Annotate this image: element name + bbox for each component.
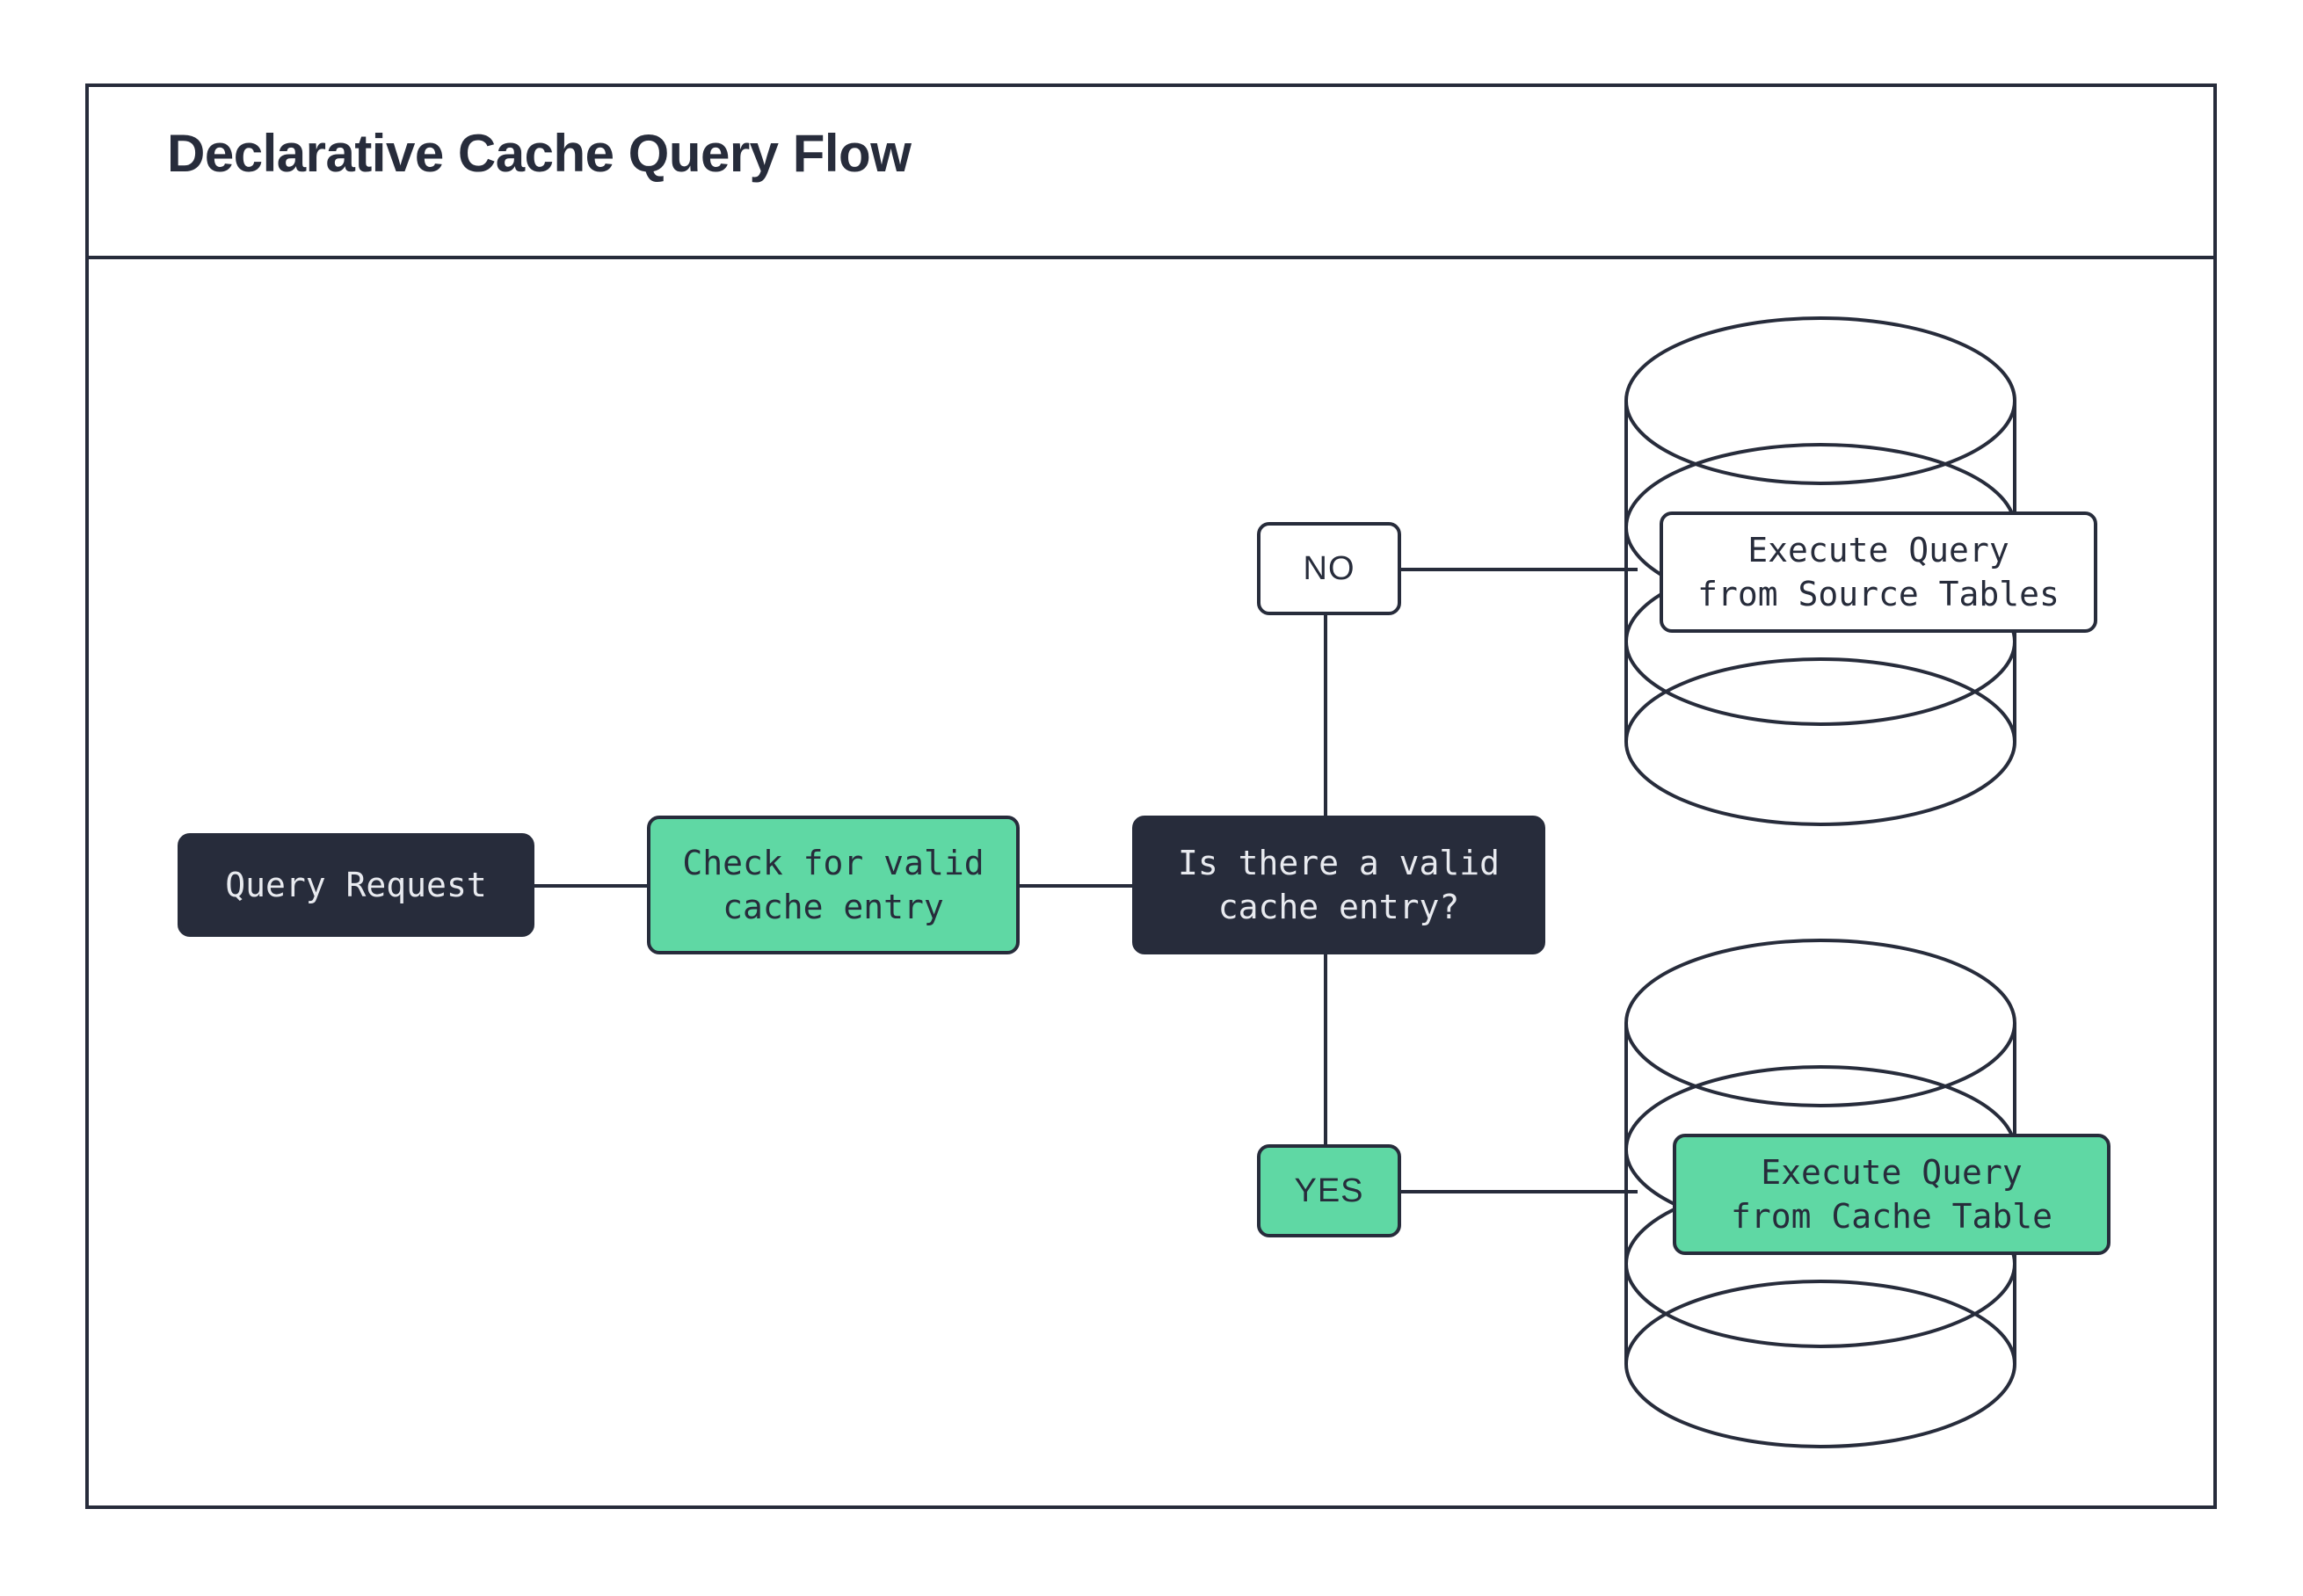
branch-no-label: NO [1303,549,1355,587]
check-cache-node[interactable]: Check for valid cache entry [647,816,1020,954]
check-cache-label: Check for valid cache entry [682,843,984,926]
query-request-label: Query Request [225,865,487,904]
execute-source-label: Execute Query from Source Tables [1697,530,2060,613]
decision-valid-cache-label: Is there a valid cache entry? [1177,843,1500,926]
edge-no-to-source-db [1399,568,1638,571]
query-request-node[interactable]: Query Request [178,833,534,937]
edge-yes-to-cache-db [1399,1190,1638,1193]
edge-check-to-decision [1016,884,1135,888]
execute-cache-label: Execute Query from Cache Table [1730,1152,2053,1236]
branch-yes-label: YES [1294,1172,1364,1209]
branch-yes-label-box[interactable]: YES [1257,1144,1401,1237]
edge-request-to-check [531,884,650,888]
execute-cache-node[interactable]: Execute Query from Cache Table [1673,1134,2110,1255]
edge-decision-to-yes [1324,946,1327,1151]
page-title: Declarative Cache Query Flow [167,124,912,183]
execute-source-node[interactable]: Execute Query from Source Tables [1660,511,2097,633]
decision-valid-cache-node[interactable]: Is there a valid cache entry? [1132,816,1545,954]
edge-decision-to-no [1324,613,1327,819]
branch-no-label-box[interactable]: NO [1257,522,1401,615]
